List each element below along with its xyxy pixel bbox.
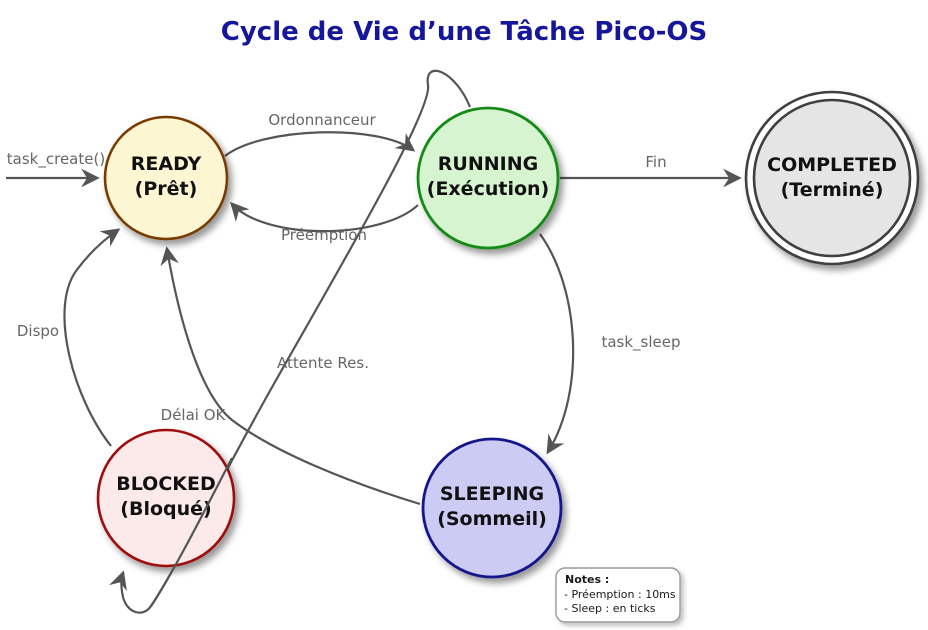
- state-running-sublabel: (Exécution): [427, 178, 549, 200]
- state-completed-circle: [752, 98, 912, 258]
- state-blocked-label: BLOCKED: [116, 473, 215, 495]
- state-sleeping-label: SLEEPING: [440, 483, 544, 505]
- state-blocked: BLOCKED (Bloqué): [96, 428, 236, 568]
- label-preemption: Préemption: [281, 226, 367, 244]
- state-running-circle: [416, 106, 560, 250]
- label-attente-res: Attente Res.: [277, 354, 369, 372]
- edge-attente-res-overlay: [150, 457, 233, 607]
- state-blocked-sublabel: (Bloqué): [120, 498, 211, 520]
- state-completed-label: COMPLETED: [767, 154, 897, 176]
- label-delai-ok: Délai OK: [161, 406, 227, 424]
- notes-line-1: - Préemption : 10ms: [564, 588, 676, 601]
- edge-attente-res: [109, 69, 472, 614]
- edge-task-sleep: [539, 233, 575, 455]
- state-sleeping-sublabel: (Sommeil): [437, 508, 547, 530]
- state-ready: READY (Prêt): [103, 115, 229, 241]
- label-task-sleep: task_sleep: [601, 333, 680, 352]
- notes-box: Notes : - Préemption : 10ms - Sleep : en…: [555, 567, 681, 623]
- notes-title: Notes :: [565, 573, 609, 586]
- state-sleeping: SLEEPING (Sommeil): [421, 437, 563, 579]
- edge-delai-ok: [160, 246, 421, 506]
- page-title: Cycle de Vie d’une Tâche Pico-OS: [221, 17, 707, 47]
- label-ordonnanceur: Ordonnanceur: [268, 111, 376, 129]
- edge-preemption: [230, 201, 419, 233]
- state-blocked-circle: [96, 428, 236, 568]
- edge-dispo: [63, 228, 121, 447]
- state-sleeping-circle: [421, 437, 563, 579]
- state-ready-sublabel: (Prêt): [135, 178, 198, 200]
- state-running: RUNNING (Exécution): [416, 106, 560, 250]
- state-running-label: RUNNING: [438, 153, 538, 175]
- label-dispo: Dispo: [17, 322, 59, 340]
- state-ready-label: READY: [131, 153, 202, 175]
- notes-box-frame: [555, 567, 681, 623]
- label-task-create: task_create(): [7, 150, 105, 169]
- state-completed-sublabel: (Terminé): [781, 179, 884, 201]
- label-fin: Fin: [645, 153, 666, 171]
- state-ready-circle: [103, 115, 229, 241]
- notes-line-2: - Sleep : en ticks: [564, 602, 656, 615]
- state-completed: COMPLETED (Terminé): [744, 90, 920, 266]
- edge-ordonnanceur: [224, 131, 416, 157]
